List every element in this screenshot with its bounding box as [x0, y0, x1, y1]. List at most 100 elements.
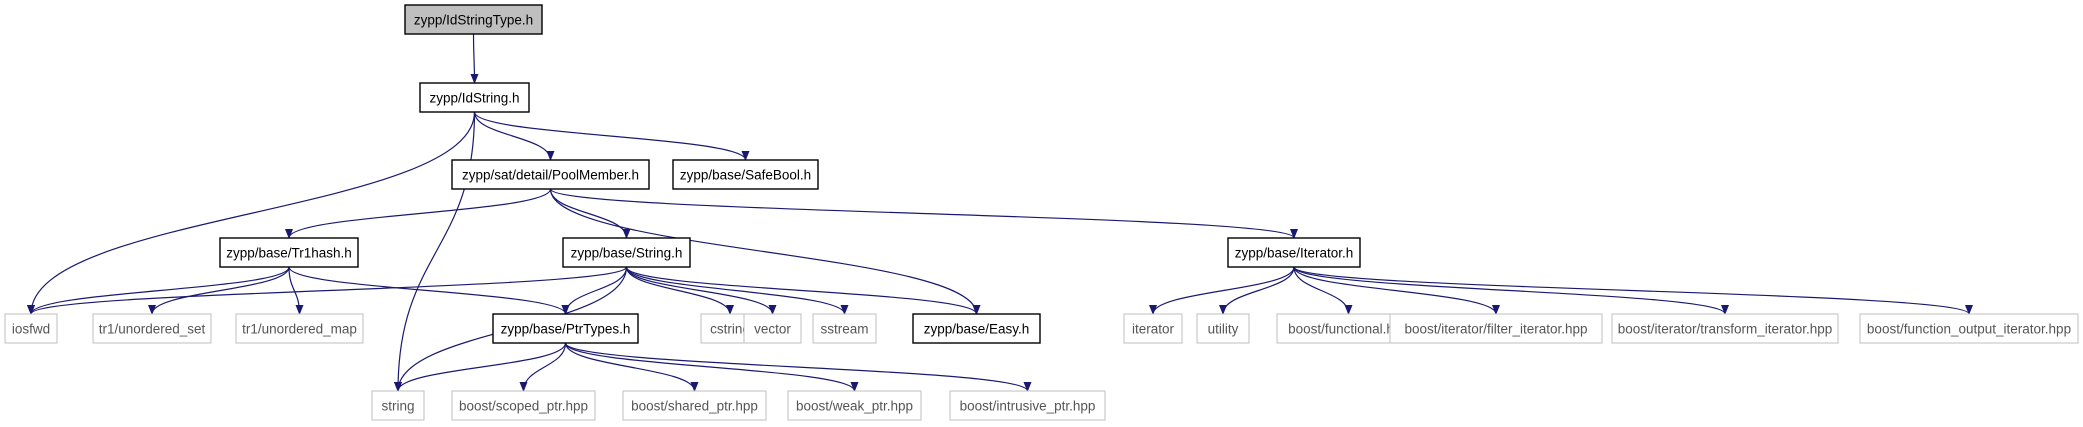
graph-node-iosfwd: iosfwd	[4, 313, 58, 344]
node-label: zypp/base/SafeBool.h	[680, 168, 811, 183]
graph-node-bfuncout: boost/function_output_iterator.hpp	[1859, 313, 2079, 344]
node-box	[787, 390, 922, 421]
node-box	[219, 237, 359, 268]
node-box	[1123, 313, 1183, 344]
node-label: boost/iterator/transform_iterator.hpp	[1618, 322, 1833, 337]
node-box	[235, 313, 364, 344]
graph-node-easy[interactable]: zypp/base/Easy.h	[912, 313, 1041, 344]
node-label: zypp/base/String.h	[571, 246, 683, 261]
edge-n_ptrtypes-to-n_bintrusive	[564, 342, 1032, 392]
edge-n_ptrtypes-to-n_bscoped	[519, 342, 567, 392]
node-box	[92, 313, 212, 344]
edge-n_idstring-to-n_string	[394, 111, 476, 392]
node-label: zypp/sat/detail/PoolMember.h	[462, 168, 639, 183]
node-box	[404, 4, 543, 35]
node-label: zypp/base/Tr1hash.h	[226, 246, 352, 261]
edge-n_iterator_h-to-n_iterator	[1149, 266, 1295, 315]
node-label: sstream	[820, 322, 868, 337]
edge-n_ptrtypes-to-n_bweak	[564, 342, 859, 392]
edge-n_tr1hash-to-n_tr1_umap	[288, 266, 304, 315]
graph-node-tr1-uset: tr1/unordered_set	[92, 313, 212, 344]
edge-n_string_h-to-n_vector	[625, 266, 777, 315]
node-box	[1389, 313, 1603, 344]
edge-n_string_h-to-n_ptrtypes	[561, 266, 628, 315]
graph-node-bscoped: boost/scoped_ptr.hpp	[451, 390, 596, 421]
graph-node-safebool[interactable]: zypp/base/SafeBool.h	[672, 159, 819, 190]
node-label: boost/iterator/filter_iterator.hpp	[1404, 322, 1587, 337]
node-box	[743, 313, 802, 344]
node-box	[371, 390, 425, 421]
node-box	[622, 390, 767, 421]
node-label: string	[381, 399, 414, 414]
node-label: tr1/unordered_map	[242, 322, 357, 337]
node-label: zypp/base/Iterator.h	[1235, 246, 1354, 261]
node-label: utility	[1208, 322, 1239, 337]
graph-node-iterator: iterator	[1123, 313, 1183, 344]
edge-n_ptrtypes-to-n_bshared	[564, 342, 699, 392]
graph-node-ptrtypes[interactable]: zypp/base/PtrTypes.h	[492, 313, 639, 344]
edge-n_iterator_h-to-n_bfunctional	[1293, 266, 1353, 315]
edge-n_tr1hash-to-n_tr1_uset	[148, 266, 290, 315]
node-label: tr1/unordered_set	[99, 322, 206, 337]
graph-node-idstring[interactable]: zypp/IdString.h	[419, 82, 530, 113]
node-box	[562, 237, 691, 268]
graph-node-btransform: boost/iterator/transform_iterator.hpp	[1611, 313, 1839, 344]
nodes-layer: zypp/IdStringType.h zypp/IdString.h zypp/s…	[4, 4, 2079, 421]
node-label: iterator	[1132, 322, 1175, 337]
node-label: iosfwd	[12, 322, 50, 337]
graph-node-iterator-h[interactable]: zypp/base/Iterator.h	[1227, 237, 1361, 268]
node-label: boost/functional.hpp	[1288, 322, 1409, 337]
graph-node-root[interactable]: zypp/IdStringType.h	[404, 4, 543, 35]
edge-n_ptrtypes-to-n_string	[394, 342, 567, 392]
graph-node-utility: utility	[1196, 313, 1250, 344]
node-label: cstring	[710, 322, 750, 337]
edge-n_iterator_h-to-n_bfuncout	[1293, 266, 1973, 315]
node-label: boost/weak_ptr.hpp	[796, 399, 913, 414]
node-label: vector	[754, 322, 791, 337]
graph-node-bfilter: boost/iterator/filter_iterator.hpp	[1389, 313, 1603, 344]
edge-n_idstring-to-n_iosfwd	[27, 111, 476, 315]
graph-node-string-h[interactable]: zypp/base/String.h	[562, 237, 691, 268]
node-box	[1611, 313, 1839, 344]
node-box	[419, 82, 530, 113]
edge-n_root-to-n_idstring	[470, 33, 479, 84]
edge-n_iterator_h-to-n_btransform	[1293, 266, 1729, 315]
edge-n_poolmember-to-n_iterator_h	[549, 188, 1298, 239]
node-box	[912, 313, 1041, 344]
node-label: boost/shared_ptr.hpp	[631, 399, 758, 414]
node-box	[1859, 313, 2079, 344]
node-box	[812, 313, 877, 344]
edge-n_poolmember-to-n_tr1hash	[285, 188, 552, 239]
edge-n_poolmember-to-n_string_h	[549, 188, 631, 239]
edges-layer	[27, 33, 1973, 392]
edge-n_iterator_h-to-n_bfilter	[1293, 266, 1500, 315]
graph-node-sstream: sstream	[812, 313, 877, 344]
edge-n_string_h-to-n_cstring	[625, 266, 734, 315]
node-box	[1227, 237, 1361, 268]
graph-node-bshared: boost/shared_ptr.hpp	[622, 390, 767, 421]
node-label: boost/function_output_iterator.hpp	[1867, 322, 2071, 337]
edge-n_string_h-to-n_sstream	[625, 266, 849, 315]
node-label: zypp/base/Easy.h	[924, 322, 1030, 337]
edge-n_idstring-to-n_safebool	[473, 111, 750, 161]
node-label: boost/intrusive_ptr.hpp	[960, 399, 1096, 414]
graph-node-vector: vector	[743, 313, 802, 344]
edge-n_poolmember-to-n_easy	[549, 188, 981, 315]
node-label: zypp/base/PtrTypes.h	[501, 322, 631, 337]
graph-node-tr1-umap: tr1/unordered_map	[235, 313, 364, 344]
edge-n_tr1hash-to-n_iosfwd	[27, 266, 290, 315]
node-box	[1196, 313, 1250, 344]
node-box	[672, 159, 819, 190]
node-box	[4, 313, 58, 344]
node-label: zypp/IdStringType.h	[414, 13, 533, 28]
edge-n_tr1hash-to-n_ptrtypes	[288, 266, 570, 315]
node-box	[949, 390, 1106, 421]
graph-node-tr1hash[interactable]: zypp/base/Tr1hash.h	[219, 237, 359, 268]
node-label: zypp/IdString.h	[429, 91, 519, 106]
node-label: boost/scoped_ptr.hpp	[459, 399, 588, 414]
node-box	[451, 390, 596, 421]
graph-node-bweak: boost/weak_ptr.hpp	[787, 390, 922, 421]
graph-node-poolmember[interactable]: zypp/sat/detail/PoolMember.h	[451, 159, 650, 190]
edge-n_string_h-to-n_easy	[625, 266, 981, 315]
